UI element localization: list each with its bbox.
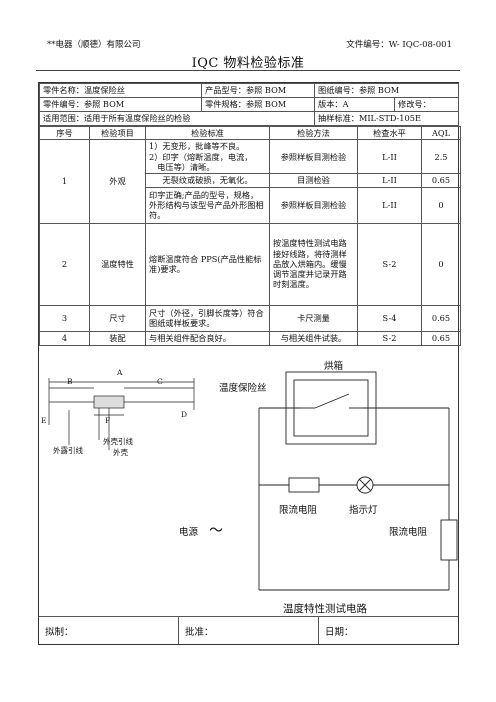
- row-number: 1: [39, 139, 90, 224]
- inspection-sheet: 零件名称：温度保险丝 产品型号：参照 BOM 图纸编号：参照 BOM 零件编号：…: [38, 82, 461, 645]
- fuse-body: [93, 395, 125, 409]
- signature-row: 拟制： 批准： 日期：: [39, 616, 458, 644]
- inspection-table: 序号 检验项目 检验标准 检验方法 检查水平 AQL 1 外观 1）无变形，批峰…: [39, 125, 461, 346]
- inspection-method: 卡尺测量: [269, 304, 358, 332]
- inspection-item: 温度特性: [89, 222, 146, 306]
- aql-value: 0.65: [421, 330, 461, 346]
- inspection-item: 外观: [89, 139, 146, 224]
- inspection-standard: 熔断温度符合 PPS(产品性能标准)要求。: [145, 222, 270, 306]
- inspection-standard: 印字正确;产品的型号，规格，外形结构与该型号产品外形图相符。: [145, 186, 270, 224]
- revision: 修改号：: [394, 97, 459, 112]
- aql-value: 0: [421, 186, 461, 224]
- lamp-label: 指示灯: [349, 505, 378, 516]
- test-circuit-diagram: A B C D E F 外壳引线 外壳 外露引线 温度保险丝 烘箱 限流电阻 指…: [39, 350, 458, 618]
- col-header: 检验方法: [269, 125, 358, 141]
- oven-label: 烘箱: [324, 361, 344, 372]
- circuit: [258, 371, 458, 591]
- company-name: **电器（顺德）有限公司: [47, 40, 141, 50]
- part-number: 零件编号：参照 BOM: [39, 97, 202, 112]
- resistor2-symbol: [440, 519, 458, 561]
- sign-date: 日期：: [325, 627, 354, 638]
- version: 版本：A: [314, 97, 395, 112]
- inspection-item: 装配: [89, 330, 146, 346]
- resistor2-label: 限流电阻: [389, 527, 428, 538]
- row-number: 3: [39, 304, 90, 332]
- inspection-method: 目测检验: [269, 173, 358, 188]
- col-header: AQL: [421, 125, 461, 141]
- dim-d-label: D: [181, 410, 188, 419]
- fuse-symbol: [314, 393, 350, 409]
- inspection-item: 尺寸: [89, 304, 146, 332]
- dim-a-label: A: [117, 368, 123, 377]
- inspection-standard: 无裂纹或破损，无氧化。: [145, 173, 270, 188]
- power-label: 电源: [179, 527, 199, 538]
- resistor1-symbol: [288, 477, 320, 493]
- scope: 适用范围：适用于所有温度保险丝的检验: [39, 111, 315, 126]
- col-header: 检查水平: [357, 125, 422, 141]
- inspection-method: 按温度特性测试电路接好线路，将待测样品放入烘箱内。缓慢调节温度并记录开路时刻温度…: [269, 222, 358, 306]
- inspection-standard: 1）无变形，批峰等不良。 2）印字（熔断温度，电流， 电压等）清晰。: [145, 139, 270, 175]
- resistor1-label: 限流电阻: [279, 505, 318, 516]
- row-number: 4: [39, 330, 90, 346]
- outer-lead-label: 外壳引线: [103, 437, 133, 446]
- outer-shell-label: 外壳: [113, 448, 128, 457]
- drawing-number: 图纸编号：参照 BOM: [314, 83, 459, 98]
- inspection-level: S-2: [357, 222, 422, 306]
- drafted-by: 拟制：: [39, 617, 179, 644]
- col-header: 检验标准: [145, 125, 270, 141]
- fuse-drawing: [48, 378, 195, 450]
- dim-e-label: E: [41, 416, 47, 425]
- ac-symbol: ～: [209, 523, 223, 539]
- dim-b-label: B: [67, 377, 73, 386]
- inspection-standard: 与相关组件配合良好。: [145, 330, 270, 346]
- aql-value: 0.65: [421, 173, 461, 188]
- diagram-caption: 温度特性测试电路: [283, 603, 367, 615]
- aql-value: 0: [421, 222, 461, 306]
- exposed-lead-label: 外露引线: [53, 446, 83, 455]
- page-title: IQC 物料检验标准: [191, 56, 305, 71]
- inspection-level: L-II: [357, 139, 422, 175]
- aql-value: 0.65: [421, 304, 461, 332]
- aql-value: 2.5: [421, 139, 461, 175]
- part-spec: 零件规格：参照 BOM: [201, 97, 315, 112]
- info-table: 零件名称：温度保险丝 产品型号：参照 BOM 图纸编号：参照 BOM 零件编号：…: [39, 83, 459, 126]
- fuse-label: 温度保险丝: [219, 383, 267, 394]
- product-model: 产品型号：参照 BOM: [201, 83, 315, 98]
- col-header: 检验项目: [89, 125, 146, 141]
- inspection-standard: 尺寸（外径，引脚长度等）符合图纸或样板要求。: [145, 304, 270, 332]
- inspection-level: S-2: [357, 330, 422, 346]
- inspection-level: S-4: [357, 304, 422, 332]
- approved-by: 批准：: [179, 617, 319, 644]
- lamp-cross: [358, 478, 372, 492]
- diagram-svg: [48, 371, 458, 591]
- inspection-level: L-II: [357, 186, 422, 224]
- sampling-standard: 抽样标准：MIL-STD-105E: [314, 111, 459, 126]
- inspection-method: 与相关组件试装。: [269, 330, 358, 346]
- inspection-method: 参照样板目测检验: [269, 186, 358, 224]
- inspection-method: 参照样板目测检验: [269, 139, 358, 175]
- document-number: 文件编号：W- IQC-08-001: [346, 40, 452, 50]
- row-number: 2: [39, 222, 90, 306]
- dim-f-label: F: [105, 416, 111, 425]
- part-name: 零件名称：温度保险丝: [39, 83, 202, 98]
- col-header: 序号: [39, 125, 90, 141]
- header-rule: [36, 70, 460, 71]
- dim-c-label: C: [157, 377, 163, 386]
- inspection-level: L-II: [357, 173, 422, 188]
